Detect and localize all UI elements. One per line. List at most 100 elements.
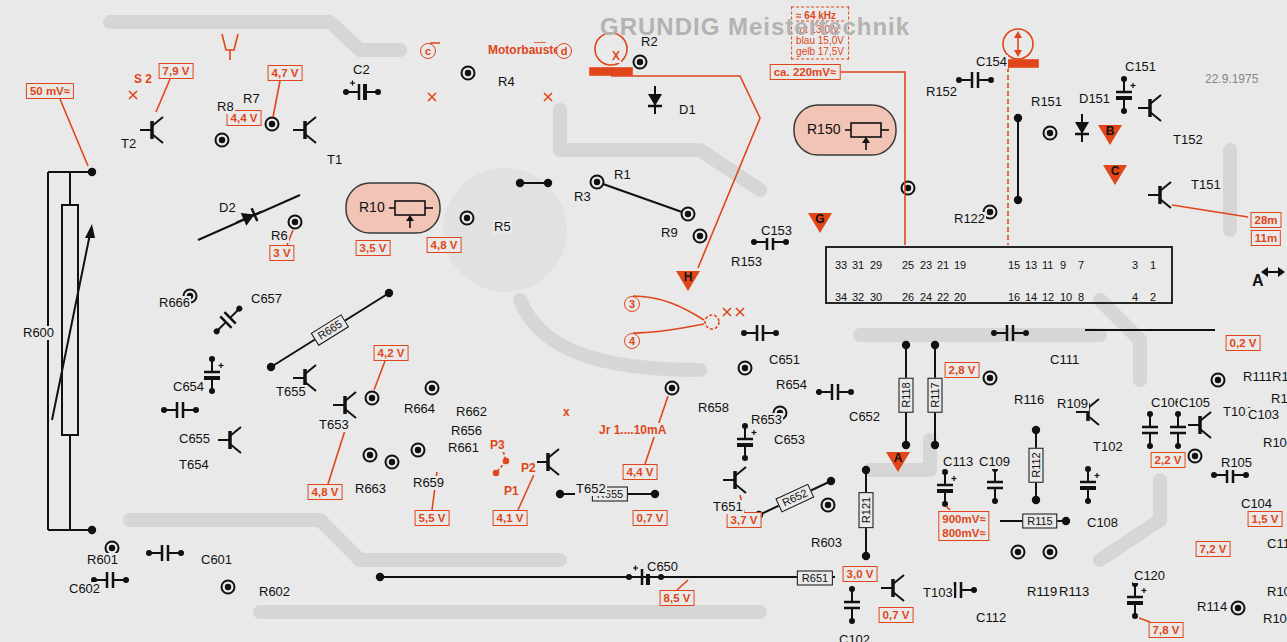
pin-number: 20 — [954, 291, 966, 303]
node-text: 8,5 V — [664, 591, 691, 605]
node-text: 50 mV≈ — [30, 84, 70, 98]
component-symbol — [759, 481, 831, 515]
node-text: 0,7 V — [637, 511, 664, 525]
pin-number: 10 — [1060, 291, 1072, 303]
cut-mark — [723, 308, 731, 316]
component-symbol — [293, 117, 316, 143]
component-label: C2 — [352, 63, 371, 77]
voltage-box: 1,5 V — [1248, 511, 1283, 527]
component-symbol — [881, 575, 904, 601]
circled-marker: c — [420, 43, 436, 59]
voltage-box: 8,5 V — [660, 590, 695, 606]
component-symbol — [557, 491, 563, 497]
signal-marking — [1014, 50, 1022, 57]
component-symbol — [1138, 95, 1161, 121]
voltage-box: 4,2 V — [374, 345, 409, 361]
signal-marking — [328, 424, 347, 484]
component-symbol — [85, 224, 95, 238]
node-text: ca. 220mV≈ — [774, 65, 837, 79]
component-symbol — [741, 325, 779, 341]
node-text: 7,2 V — [1200, 542, 1227, 556]
component-label: T2 — [120, 137, 137, 151]
component-symbol — [844, 586, 860, 624]
component-label: T653 — [318, 418, 350, 432]
node-text: 28m — [1254, 213, 1277, 227]
component-symbol — [1015, 197, 1021, 203]
component-label: T151 — [1190, 178, 1222, 192]
component-label: T654 — [178, 458, 210, 472]
component-symbol — [48, 529, 92, 531]
pin-number: 26 — [902, 291, 914, 303]
pin-number: 24 — [920, 291, 932, 303]
pin-number: 19 — [954, 259, 966, 271]
node-text: 7,9 V — [163, 64, 190, 78]
resistor-body: R115 — [1022, 514, 1057, 529]
component-symbol — [1044, 546, 1057, 559]
component-symbol — [1085, 329, 1215, 331]
trimmer-symbol — [881, 129, 889, 131]
node-text: R10 — [359, 182, 385, 232]
node-text: R118 — [900, 382, 912, 407]
component-label: C103 — [1247, 408, 1280, 422]
node-text: 4,8 V — [312, 485, 339, 499]
component-label: C650 — [646, 560, 679, 574]
node-text: C — [1102, 164, 1128, 179]
component-label: R102 — [1262, 612, 1287, 626]
component-symbol — [816, 384, 854, 400]
voltage-box: 11m — [1251, 230, 1281, 246]
resistor-body: R121 — [859, 492, 874, 528]
node-text: A — [885, 451, 911, 466]
component-symbol — [69, 172, 71, 205]
node-text: B — [1097, 124, 1123, 139]
voltage-box: 50 mV≈ — [26, 83, 74, 99]
component-label: T152 — [1172, 133, 1204, 147]
component-symbol — [461, 212, 474, 225]
component-label: T102 — [1092, 440, 1124, 454]
test-point-triangle: A — [885, 451, 911, 473]
test-point-triangle-shape — [1103, 165, 1127, 185]
signal-label: x — [562, 405, 571, 419]
component-label: R6 — [270, 229, 289, 243]
node-text: G — [807, 212, 833, 227]
component-label: C109 — [978, 455, 1011, 469]
resistor-body: R651 — [797, 571, 833, 586]
component-symbol — [426, 382, 439, 395]
component-label: R654 — [775, 378, 808, 392]
trimmer-symbol — [395, 201, 425, 215]
signal-marking — [1007, 67, 1009, 245]
trimmer-symbol — [389, 207, 395, 209]
component-symbol — [826, 247, 1172, 303]
component-label: R152 — [925, 85, 958, 99]
voltage-box: 7,9 V — [159, 63, 194, 79]
pin-number: 14 — [1025, 291, 1037, 303]
resistor-body: R665 — [311, 314, 350, 346]
test-point-triangle: G — [807, 212, 833, 234]
component-label: R601 — [86, 553, 119, 567]
component-symbol — [1278, 267, 1285, 277]
component-label: C154 — [975, 55, 1008, 69]
trimmer-outline-shape — [346, 183, 440, 233]
component-symbol — [987, 466, 1003, 504]
component-label: C657 — [250, 292, 283, 306]
pin-number: 1 — [1150, 259, 1156, 271]
component-label: R104 — [1270, 392, 1287, 406]
node-text: 7,8 V — [1153, 623, 1180, 637]
component-symbol — [1232, 602, 1245, 615]
component-symbol — [737, 423, 757, 461]
pin-number: 12 — [1042, 291, 1054, 303]
component-symbol — [233, 205, 264, 229]
component-symbol — [666, 382, 679, 395]
voltage-box: 7,2 V — [1196, 541, 1231, 557]
voltage-box: 3,0 V — [843, 566, 878, 582]
component-symbol — [1044, 127, 1057, 140]
component-label: T651 — [712, 500, 744, 514]
component-label: R5 — [493, 220, 512, 234]
component-symbol — [903, 342, 909, 348]
component-label: C652 — [848, 410, 881, 424]
pin-number: 2 — [1150, 291, 1156, 303]
trimmer-symbol — [851, 123, 881, 137]
pcb-trace — [860, 328, 1100, 342]
component-label: R1 — [613, 168, 632, 182]
signal-label: X — [611, 49, 621, 63]
